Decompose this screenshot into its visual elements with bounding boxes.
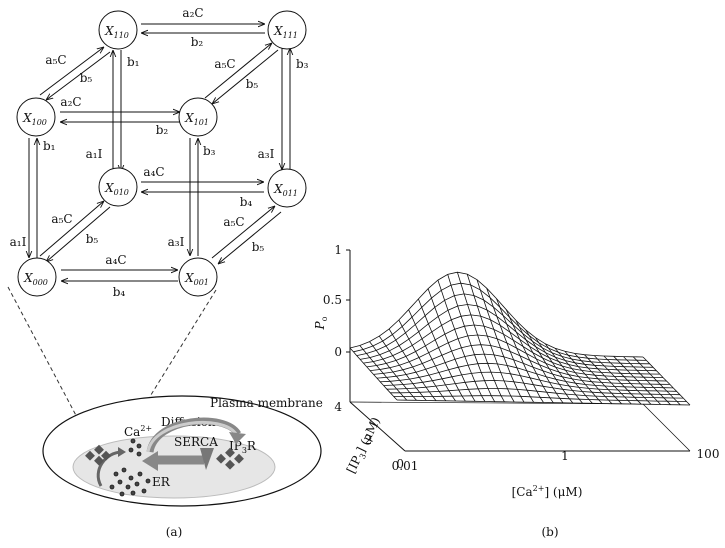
rate-label: b₃	[296, 57, 309, 71]
ip3-axis	[349, 401, 406, 452]
surface-line-ip3	[380, 362, 674, 389]
rate-label: a₁I	[10, 235, 27, 249]
surface-line-ip3	[376, 353, 670, 385]
rate-label: b₄	[240, 195, 253, 209]
state-x001: X001	[178, 257, 218, 297]
rate-label: b₃	[203, 144, 216, 158]
ca-tick-label: 0.01	[392, 459, 419, 473]
surface-line-ip3	[356, 293, 650, 365]
plasma-membrane-label: Plasma membrane	[210, 396, 323, 410]
rate-label: a₄C	[143, 165, 164, 179]
rate-label: a₅C	[223, 215, 244, 229]
svg-text:X101: X101	[184, 111, 209, 127]
surface-line-ip3	[353, 282, 647, 361]
z-tick-label: 1	[334, 243, 342, 257]
arrow-x101-x111	[204, 43, 272, 99]
arrow-x001-x011	[211, 206, 275, 259]
arrow-x111-x101	[212, 49, 279, 104]
ip3-tick-label: 0	[396, 457, 404, 471]
arrow-x011-x001	[218, 211, 282, 264]
serca-label: SERCA	[174, 435, 218, 449]
zoom-line-left	[7, 286, 98, 456]
ip3-receptor-icon	[85, 444, 111, 466]
surface-line-ca	[515, 320, 564, 404]
arrow-x100-x110	[39, 47, 104, 96]
ip3-tick-label: 4	[334, 400, 342, 414]
panel-b-caption: (b)	[541, 525, 558, 539]
rate-label: a₃I	[168, 235, 185, 249]
rate-label: b₅	[80, 71, 93, 85]
svg-text:X010: X010	[104, 181, 129, 197]
surface-line-ip3	[373, 344, 667, 382]
state-x000: X000	[17, 257, 57, 297]
state-x011: X011	[267, 168, 307, 208]
rate-label: b₅	[246, 77, 259, 91]
state-x111: X111	[267, 10, 307, 50]
svg-text:X111: X111	[273, 24, 298, 40]
ip3r-label: IP3R	[229, 439, 257, 455]
svg-text:X000: X000	[23, 271, 48, 287]
rate-label: a₅C	[51, 212, 72, 226]
rate-label: b₁	[127, 55, 140, 69]
rate-label: b₂	[156, 123, 169, 137]
surface-line-ip3	[383, 371, 677, 392]
surface-line-ip3	[370, 334, 664, 378]
serca-pump-icon	[200, 448, 214, 470]
state-x110: X110	[98, 10, 138, 50]
ca-tick-label: 1	[561, 449, 569, 463]
ip3-receptor-icon	[216, 447, 244, 470]
surface-mesh	[349, 271, 691, 406]
rate-label: b₅	[86, 232, 99, 246]
surface-plot: 1 0.5 0 Po 4 2 0 [IP3] (μM) 0.01 1 100 […	[313, 243, 719, 499]
diffusion-arrowhead	[229, 432, 246, 444]
panel-a-caption: (a)	[166, 525, 183, 539]
cell-schematic: Plasma membrane Diffusion Ca2+ SERCA IP3…	[42, 395, 323, 507]
ca-tick-label: 100	[697, 447, 720, 461]
ca-axis-label: [Ca2+] (μM)	[512, 484, 583, 499]
ip3-tick-label: 2	[364, 433, 372, 447]
rate-label: a₁I	[86, 147, 103, 161]
surface-line-ca	[486, 288, 535, 403]
surface-line-ip3	[390, 388, 684, 399]
rate-label: a₅C	[214, 57, 235, 71]
state-x010: X010	[98, 167, 138, 207]
rate-label: a₂C	[182, 6, 203, 20]
rate-label: a₄C	[105, 253, 126, 267]
svg-text:X011: X011	[273, 182, 298, 198]
surface-line-ip3	[366, 324, 660, 375]
calcium-label: Ca2+	[124, 424, 152, 439]
rate-label: b₄	[113, 285, 126, 299]
rate-label: b₂	[191, 35, 204, 49]
surface-line-ip3	[363, 314, 657, 372]
surface-line-ca	[466, 273, 515, 403]
z-axis-label: Po	[313, 316, 329, 330]
arrow-x000-x010	[39, 201, 104, 257]
arrow-x110-x100	[46, 51, 111, 100]
surface-line-ca	[476, 279, 525, 403]
surface-line-ip3	[396, 399, 691, 406]
rate-label: b₁	[43, 139, 56, 153]
surface-line-ip3	[393, 395, 687, 402]
z-tick-label: 0.5	[323, 293, 342, 307]
rate-label: a₃I	[258, 147, 275, 161]
kinetic-state-diagram: a₂C b₂ a₅C b₅ b₁ a₅C b₅ b₃ a₂C b₂ b₁ a₁I	[10, 6, 309, 299]
surface-line-ip3	[386, 380, 680, 396]
calcium-ions	[109, 438, 151, 497]
z-tick-label: 0	[334, 345, 342, 359]
svg-text:X110: X110	[104, 24, 129, 40]
rate-label: a₅C	[45, 53, 66, 67]
rate-label: a₂C	[60, 95, 81, 109]
state-x101: X101	[178, 97, 218, 137]
rate-label: b₅	[252, 240, 265, 254]
ip3-axis-label: [IP3] (μM)	[344, 415, 385, 476]
state-x100: X100	[16, 97, 56, 137]
svg-text:X001: X001	[184, 271, 209, 287]
surface-line-ip3	[360, 304, 654, 368]
surface-line-ip3	[349, 271, 644, 358]
arrow-x010-x000	[46, 206, 111, 262]
svg-text:X100: X100	[22, 111, 47, 127]
er-label: ER	[152, 475, 171, 489]
